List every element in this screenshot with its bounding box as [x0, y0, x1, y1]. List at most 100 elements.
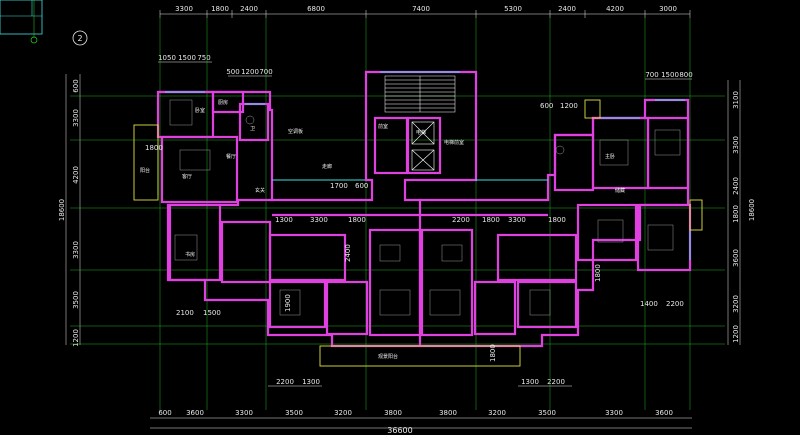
room-label: 书房: [185, 251, 195, 258]
dim-label: 1300: [275, 216, 293, 224]
dim-label: 2100: [176, 309, 194, 317]
bed: [529, 289, 551, 316]
dim-label: 1200: [732, 325, 740, 343]
dim-label: 1800: [489, 344, 497, 362]
axis-bubble: [72, 30, 88, 46]
dim-label: 600: [355, 182, 368, 190]
room-label: 客厅: [182, 173, 192, 180]
dim-label: 4200: [606, 5, 624, 13]
dim-label: 600: [158, 409, 171, 417]
dim-label: 1200: [72, 329, 80, 347]
dim-label-total: 18600: [58, 199, 66, 221]
balconies: [133, 99, 703, 367]
room-label: 储藏: [615, 187, 625, 194]
elevators: [411, 121, 435, 171]
dim-label: 2400: [558, 5, 576, 13]
dim-label: 750: [197, 54, 210, 62]
dim-label: 1500: [178, 54, 196, 62]
dim-label: 1700: [330, 182, 348, 190]
elevator-shaft: [411, 121, 435, 145]
dim-label: 3200: [488, 409, 506, 417]
room-wall: [420, 228, 474, 337]
room-label: 前室: [378, 123, 388, 130]
dim-label: 3600: [186, 409, 204, 417]
room-wall: [406, 116, 442, 175]
room-label: 玄关: [255, 187, 265, 194]
room-label: 主卧: [605, 153, 615, 160]
dim-label: 3200: [732, 295, 740, 313]
dim-label: 4200: [72, 166, 80, 184]
title-block-frame: [0, 0, 43, 35]
dim-label: 1800: [211, 5, 229, 13]
dim-label-total: 36600: [387, 426, 412, 435]
dim-label: 1800: [482, 216, 500, 224]
dim-label: 1900: [284, 294, 292, 312]
furniture: [169, 99, 681, 316]
room-labels: 卧室 厨房 餐厅 客厅 卫 阳台 玄关 前室 电梯 电梯前室 走廊 空调板 观景…: [140, 99, 625, 360]
dim-label: 1200: [241, 68, 259, 76]
room-wall: [636, 203, 692, 272]
right-dimension-chain: 3100 3300 2400 1800 3600 3200 1200 18600: [727, 80, 756, 345]
room-label: 走廊: [322, 163, 332, 170]
dim-label: 3300: [732, 136, 740, 154]
dim-label: 3800: [384, 409, 402, 417]
dim-label: 3500: [72, 291, 80, 309]
room-wall: [553, 133, 595, 192]
dim-label: 1200: [560, 102, 578, 110]
elevator-cross: [411, 149, 435, 171]
mini-title-block: 2: [0, 0, 88, 46]
dim-label: 3600: [655, 409, 673, 417]
dim-label: 1050: [158, 54, 176, 62]
room-wall: [496, 233, 578, 282]
room-label: 阳台: [140, 167, 150, 174]
dining-table: [379, 244, 401, 262]
sofa: [379, 289, 411, 316]
room-wall: [220, 220, 272, 284]
sofa: [599, 139, 629, 166]
dim-label: 2400: [240, 5, 258, 13]
room-wall: [268, 233, 347, 282]
room-label: 厨房: [218, 99, 228, 106]
sofa: [429, 289, 461, 316]
room-wall: [156, 90, 215, 139]
dim-label: 2200: [547, 378, 565, 386]
dim-label: 7400: [412, 5, 430, 13]
dim-label: 700: [645, 71, 658, 79]
dim-label: 2400: [344, 244, 352, 262]
dim-label: 3500: [285, 409, 303, 417]
dim-label: 3500: [538, 409, 556, 417]
stairwell: [384, 75, 456, 113]
axis-bubble-small: [30, 36, 38, 44]
room-label: 卫: [250, 126, 255, 132]
room-label: 电梯: [416, 129, 426, 136]
dim-label: 2200: [276, 378, 294, 386]
elevator-cross: [411, 121, 435, 145]
bottom-dimension-chain: 600 3600 3300 3500 3200 3800 3800 3200 3…: [150, 378, 692, 435]
dim-label: 3100: [732, 91, 740, 109]
room-label: 卧室: [195, 107, 205, 114]
room-label: 观景阳台: [378, 353, 398, 360]
dim-label-total: 18600: [748, 199, 756, 221]
dim-label: 3200: [334, 409, 352, 417]
elevator-shaft: [411, 149, 435, 171]
room-wall: [160, 135, 239, 204]
room-wall: [591, 116, 650, 190]
room-wall: [268, 280, 327, 329]
dim-label: 1800: [348, 216, 366, 224]
left-dimension-chain: 600 3300 4200 3300 3500 1200 18600: [58, 74, 81, 347]
dim-label: 3600: [732, 249, 740, 267]
axis-bubble-label: 2: [77, 34, 82, 43]
toilet: [245, 115, 255, 125]
dim-label: 3300: [310, 216, 328, 224]
dim-label: 2200: [666, 300, 684, 308]
dim-label: 3300: [235, 409, 253, 417]
dim-label: 600: [540, 102, 553, 110]
dim-label: 3300: [72, 241, 80, 259]
bed: [647, 224, 674, 251]
bed: [174, 234, 198, 261]
bed: [654, 129, 681, 156]
building-walls: [156, 70, 692, 348]
room-wall: [473, 280, 517, 336]
